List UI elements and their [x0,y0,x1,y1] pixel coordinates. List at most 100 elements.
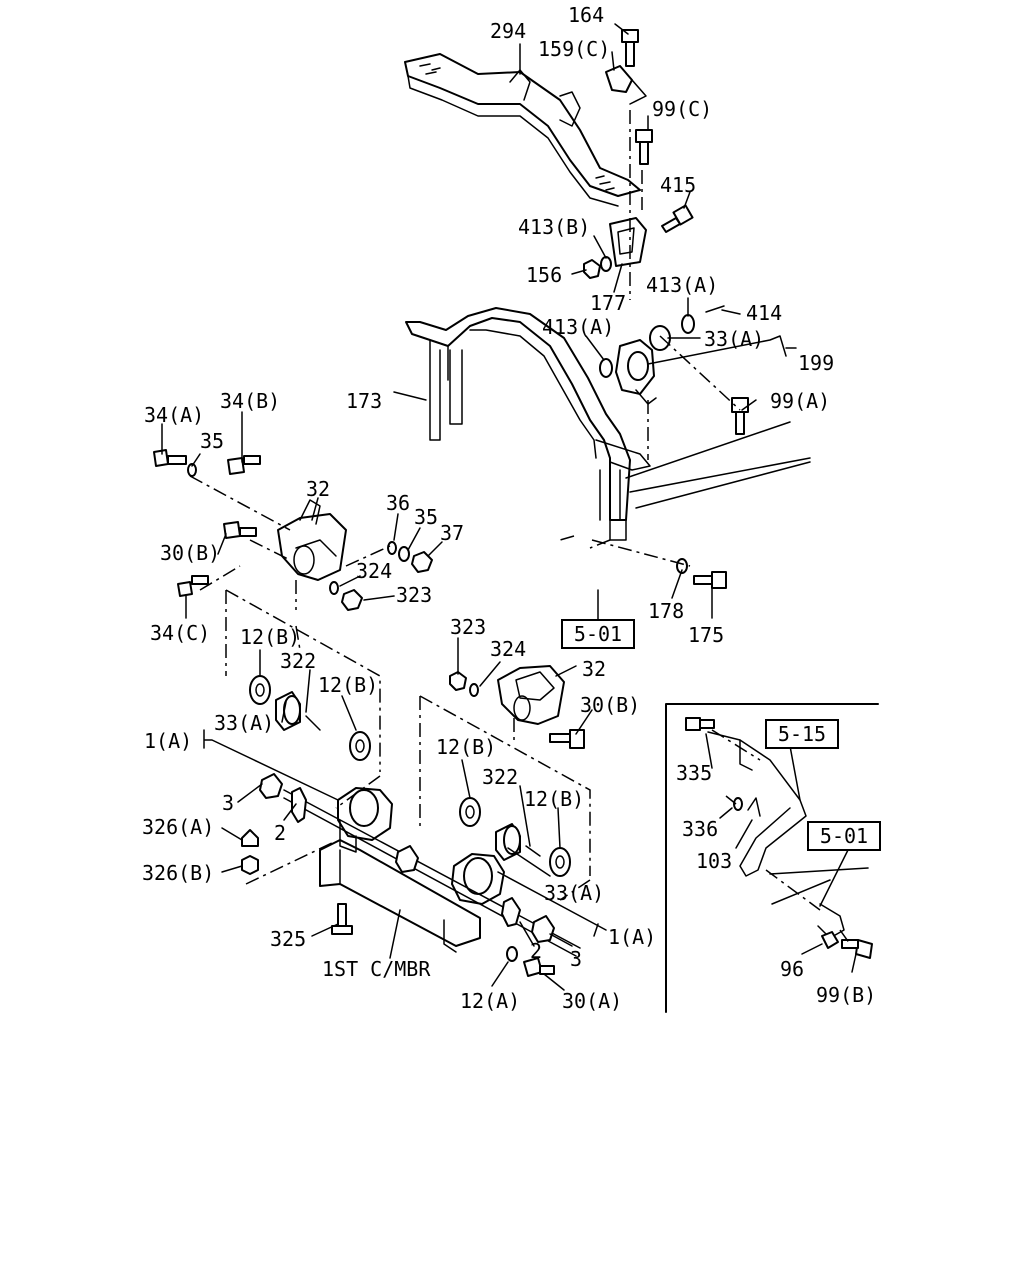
callout-164: 164 [568,3,604,27]
callout-30b-right: 30(B) [580,693,640,717]
callout-33a-2: 33(A) [214,711,274,735]
callout-37: 37 [440,521,464,545]
assembly-center-lines [189,110,741,901]
callout-12b-left1: 12(B) [240,625,300,649]
callout-323-right: 323 [450,615,486,639]
callout-326a: 326(A) [142,815,214,839]
callout-34b: 34(B) [220,389,280,413]
callout-415: 415 [660,173,696,197]
callout-175: 175 [688,623,724,647]
washer-413a-upper [681,314,695,334]
callout-32-right: 32 [582,657,606,681]
callout-326b: 326(B) [142,861,214,885]
callout-173: 173 [346,389,382,413]
pin-322-left [305,715,321,731]
washer-336 [733,797,743,811]
callout-322-right: 322 [482,765,518,789]
callout-99a: 99(A) [770,389,830,413]
callout-96: 96 [780,957,804,981]
callout-177: 177 [590,291,626,315]
bolt-99a [731,397,749,435]
callout-324-left: 324 [356,559,392,583]
cap-nut-326a [241,829,259,847]
callout-2-right: 2 [530,939,542,963]
callout-335: 335 [676,761,712,785]
crossmember-294-drawing [404,53,641,207]
callout-1st-c-mbr: 1ST C/MBR [322,957,431,981]
bolt-30b-right [549,729,585,749]
callout-1a-1: 1(A) [144,729,192,753]
bushing-33a-left [275,691,301,731]
callout-36: 36 [386,491,410,515]
bolt-34a [153,449,187,467]
mount-1a-right [451,853,505,905]
bolt-335 [685,717,715,731]
washer-36 [387,541,397,555]
pin-322-right [525,845,541,857]
callout-3-right: 3 [570,947,582,971]
callout-414: 414 [746,301,782,325]
leader-lines [161,23,857,991]
crossmember-1st [319,839,481,953]
mount-1a-left [337,787,393,853]
bracket-177 [609,217,647,267]
washer-413a-lower [599,358,613,378]
mount-199 [615,339,657,405]
reference-box-5-01-inset: 5-01 [807,821,881,851]
bracket-32-left [277,499,347,581]
washer-35-left [187,463,197,477]
nut-37 [411,551,433,573]
washer-413b [600,256,612,272]
callout-99c: 99(C) [652,97,712,121]
bolt-164 [621,29,639,67]
callout-33a-3: 33(A) [544,881,604,905]
bolt-415 [661,204,694,233]
callout-12b-right1: 12(B) [436,735,496,759]
callout-159c: 159(C) [538,37,610,61]
bushing-33a-upper [649,325,671,351]
callout-33a-1: 33(A) [704,327,764,351]
reference-label-5-15: 5-15 [778,722,826,746]
pin-103 [747,797,761,817]
callout-3-left: 3 [222,791,234,815]
bushing-33a-right [495,823,521,861]
callout-34a: 34(A) [144,403,204,427]
callout-12b-left2: 12(B) [318,673,378,697]
frame-173-drawing [405,307,651,541]
washer-324-right [469,683,479,697]
callout-12b-right2: 12(B) [524,787,584,811]
bolt-325 [331,903,353,935]
reference-label-5-01-main: 5-01 [574,622,622,646]
callout-labels: 164 294 159(C) 99(C) 415 413(B) 156 177 … [142,3,876,1013]
nut-326b [241,855,259,875]
bolt-30a [523,957,555,977]
washer-12a [506,946,518,962]
washer-12b-right2 [549,847,571,877]
callout-413b: 413(B) [518,215,590,239]
clip-96 [821,931,839,949]
reference-box-5-01-main: 5-01 [561,619,635,649]
bolt-175 [693,571,727,589]
washer-12b-left1 [249,675,271,705]
washer-12b-right1 [459,797,481,827]
callout-413a-2: 413(A) [542,315,614,339]
inset-center-lines [711,729,851,945]
nut-156 [583,259,601,279]
callout-103: 103 [696,849,732,873]
bolt-99c [635,129,653,165]
pin-414 [705,305,725,313]
callout-178: 178 [648,599,684,623]
callout-324-right: 324 [490,637,526,661]
callout-35-right: 35 [414,505,438,529]
callout-294: 294 [490,19,526,43]
callout-30b-left: 30(B) [160,541,220,565]
callout-32-left: 32 [306,477,330,501]
clip-159c [605,65,647,105]
reference-label-5-01-inset: 5-01 [820,824,868,848]
side-rail-lines [559,421,811,541]
callout-2-left: 2 [274,821,286,845]
callout-1a-2: 1(A) [608,925,656,949]
callout-34c: 34(C) [150,621,210,645]
callout-336: 336 [682,817,718,841]
